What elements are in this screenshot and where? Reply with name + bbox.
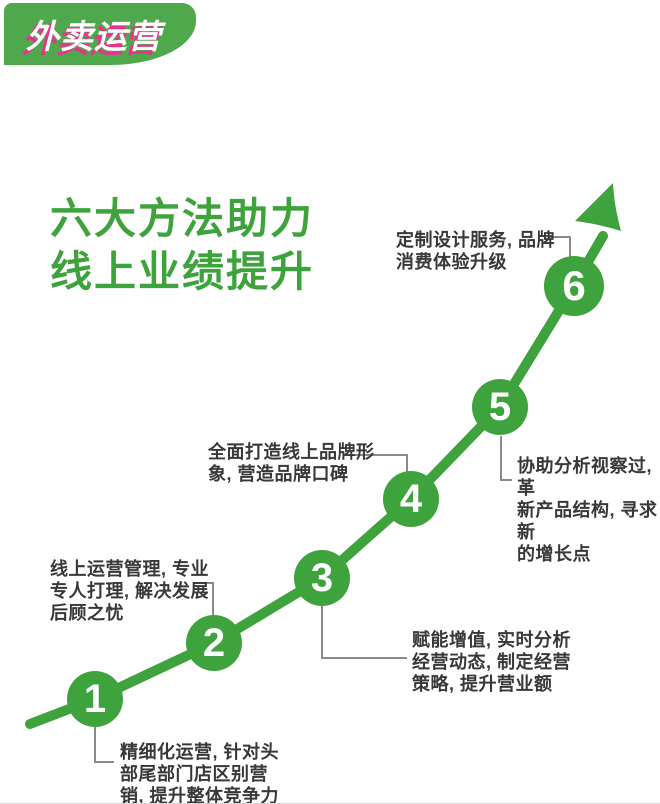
- step-label-4: 全面打造线上品牌形 象, 营造品牌口碑: [208, 442, 375, 484]
- growth-arrow-icon: [575, 183, 621, 231]
- connector-step-2: [194, 582, 214, 617]
- connector-step-5: [500, 436, 512, 481]
- step-number-2: 2: [202, 620, 226, 665]
- connector-step-6: [548, 236, 571, 257]
- step-number-6: 6: [562, 262, 586, 309]
- step-label-3: 赋能增值, 实时分析 经营动态, 制定经营 策略, 提升营业额: [412, 630, 572, 694]
- connector-step-3: [321, 606, 407, 659]
- step-circle-5: 5: [472, 379, 528, 435]
- title-line-2: 线上业绩提升: [50, 248, 315, 295]
- step-label-1: 精细化运营, 针对头 部尾部门店区别营 销, 提升整体竞争力: [120, 742, 280, 804]
- step-number-3: 3: [310, 555, 334, 600]
- step-label-5: 协助分析视察过, 革 新产品结构, 寻求新 的增长点: [517, 456, 658, 564]
- step-number-4: 4: [399, 476, 423, 521]
- connector-step-1: [94, 727, 114, 763]
- connector-step-4: [355, 454, 408, 472]
- step-number-5: 5: [488, 384, 512, 429]
- step-label-6: 定制设计服务, 品牌 消费体验升级: [396, 230, 556, 272]
- step-circle-4: 4: [383, 471, 439, 527]
- step-label-2: 线上运营管理, 专业 专人打理, 解决发展 后顾之忧: [50, 559, 210, 623]
- header-badge: 外卖运营: [4, 3, 196, 65]
- title-line-1: 六大方法助力: [50, 195, 315, 242]
- step-circle-2: 2: [186, 615, 242, 671]
- badge-label: 外卖运营: [26, 18, 162, 55]
- step-number-1: 1: [83, 676, 107, 721]
- step-circle-6: 6: [544, 256, 604, 316]
- step-circle-1: 1: [67, 671, 123, 727]
- step-circle-3: 3: [294, 550, 350, 606]
- page-title: 六大方法助力线上业绩提升: [50, 192, 314, 298]
